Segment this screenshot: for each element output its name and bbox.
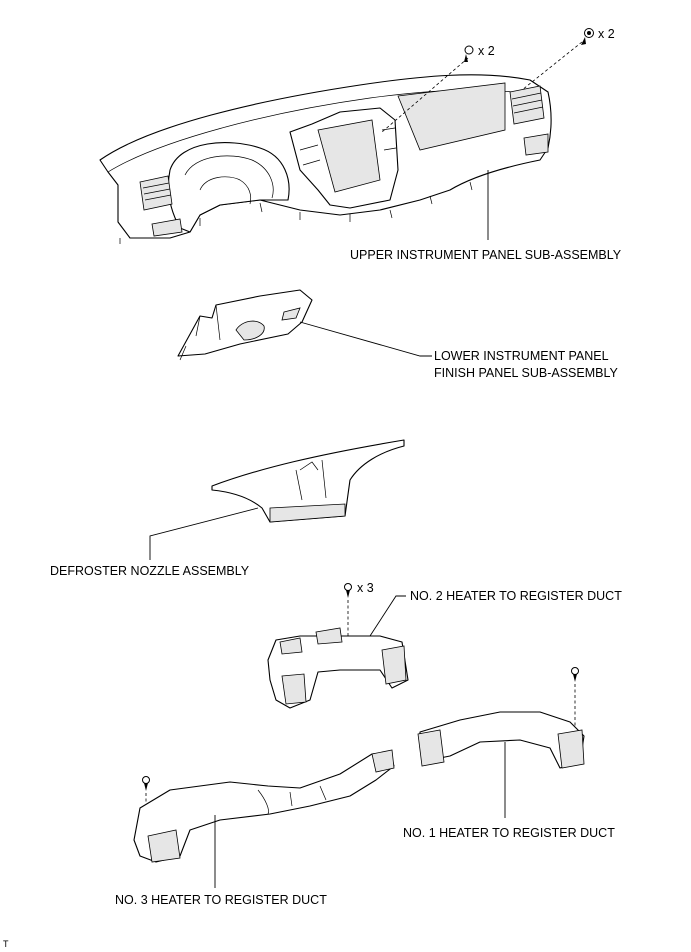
corner-mark: T <box>3 939 9 949</box>
duct3-clip-icon <box>142 776 150 791</box>
defroster-nozzle-drawing <box>211 439 405 523</box>
duct2-clip-icon <box>344 583 352 598</box>
bolt-left-quantity: x 2 <box>478 44 495 58</box>
bolt-right-dashed-leader <box>521 41 583 91</box>
bolt-right-quantity: x 2 <box>598 27 615 41</box>
duct2-clip-quantity: x 3 <box>357 581 374 595</box>
bolt-left-icon <box>464 45 474 62</box>
defroster-label: DEFROSTER NOZZLE ASSEMBLY <box>50 564 250 578</box>
no1-heater-duct-drawing <box>417 711 585 769</box>
lower-finish-panel-label-line1: LOWER INSTRUMENT PANEL <box>434 349 609 363</box>
lower-finish-panel-label-line2: FINISH PANEL SUB-ASSEMBLY <box>434 366 619 380</box>
duct3-label: NO. 3 HEATER TO REGISTER DUCT <box>115 893 327 907</box>
upper-panel-label: UPPER INSTRUMENT PANEL SUB-ASSEMBLY <box>350 248 622 262</box>
duct2-label: NO. 2 HEATER TO REGISTER DUCT <box>410 589 622 603</box>
duct1-clip-icon <box>571 667 579 682</box>
defroster-leader-line <box>149 507 259 560</box>
lower-finish-panel-leader-line <box>299 321 432 357</box>
duct2-leader-line <box>369 595 406 637</box>
no3-heater-duct-drawing <box>133 749 395 863</box>
lower-finish-panel-drawing <box>177 289 313 361</box>
bolt-right-icon <box>581 28 594 45</box>
bolt-left-dashed-leader <box>381 57 469 133</box>
duct1-label: NO. 1 HEATER TO REGISTER DUCT <box>403 826 615 840</box>
no2-heater-duct-drawing <box>267 627 409 709</box>
upper-instrument-panel-drawing <box>99 74 552 244</box>
